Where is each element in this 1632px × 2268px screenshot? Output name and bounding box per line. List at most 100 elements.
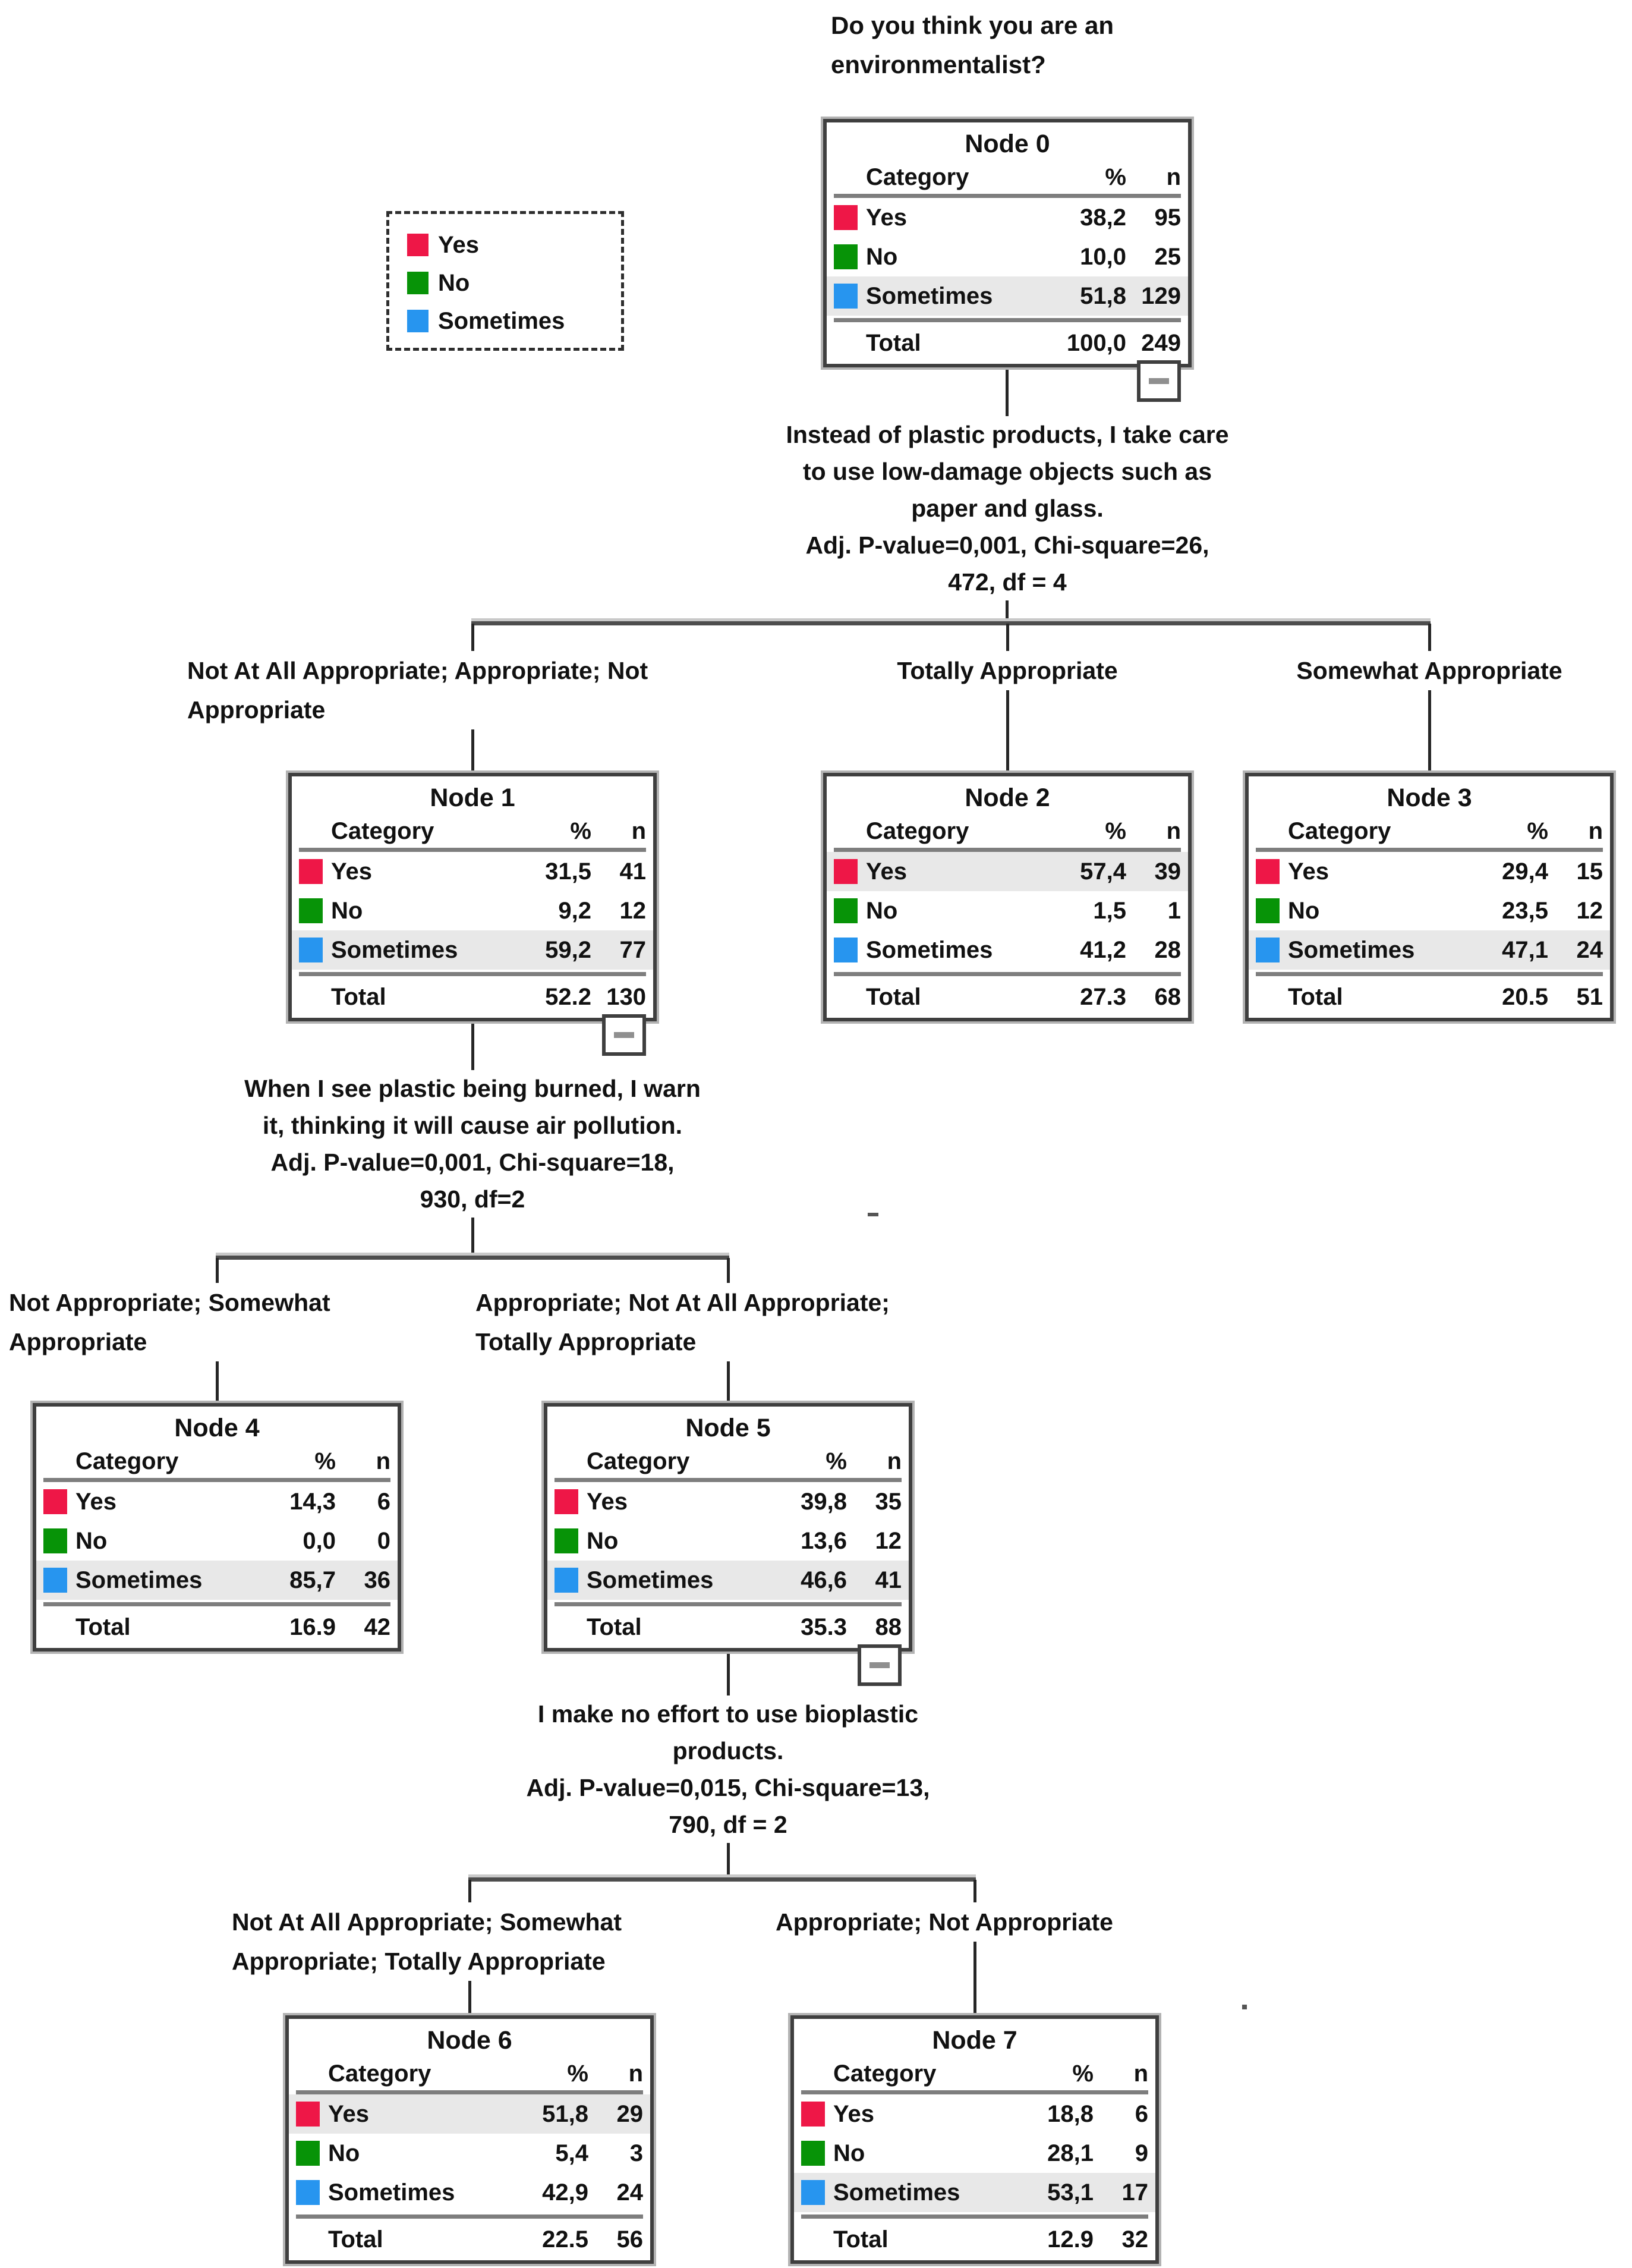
table-rule bbox=[299, 972, 646, 976]
connector-line bbox=[1428, 624, 1431, 773]
no-color-swatch bbox=[299, 898, 323, 923]
connector-rail bbox=[216, 1256, 729, 1260]
connector-line bbox=[727, 1654, 730, 1697]
no-color-swatch bbox=[801, 2141, 825, 2166]
yes-color-swatch bbox=[43, 1489, 67, 1514]
split-variable-1: Instead of plastic products, I take care… bbox=[710, 416, 1305, 600]
no-color-swatch bbox=[834, 244, 858, 269]
yes-color-swatch bbox=[801, 2102, 825, 2127]
table-rule bbox=[834, 318, 1181, 322]
table-header: Category%n bbox=[554, 1445, 902, 1482]
sometimes-color-swatch bbox=[43, 1568, 67, 1593]
no-color-swatch bbox=[296, 2141, 320, 2166]
yes-color-swatch bbox=[1256, 859, 1280, 884]
stray-mark bbox=[868, 1213, 878, 1216]
table-header: Category%n bbox=[299, 814, 646, 852]
sometimes-color-swatch bbox=[407, 310, 429, 332]
yes-color-swatch bbox=[299, 859, 323, 884]
collapse-button[interactable] bbox=[1137, 360, 1181, 402]
yes-color-swatch bbox=[834, 205, 858, 230]
node-title: Node 3 bbox=[1387, 784, 1472, 812]
connector-line bbox=[1006, 599, 1009, 623]
legend-box: Yes No Sometimes bbox=[386, 211, 624, 351]
table-rule bbox=[554, 1602, 902, 1606]
connector-line bbox=[471, 1216, 474, 1256]
table-rule bbox=[834, 972, 1181, 976]
table-header: Category%n bbox=[801, 2057, 1148, 2094]
legend-item-sometimes: Sometimes bbox=[407, 302, 621, 340]
sometimes-color-swatch bbox=[299, 938, 323, 962]
legend-item-yes: Yes bbox=[407, 226, 621, 264]
table-header: Category%n bbox=[834, 161, 1181, 198]
table-header: Category%n bbox=[1256, 814, 1603, 852]
connector-line bbox=[1006, 624, 1009, 773]
sometimes-color-swatch bbox=[554, 1568, 578, 1593]
node-title: Node 5 bbox=[685, 1414, 771, 1442]
collapse-button[interactable] bbox=[858, 1644, 902, 1686]
no-color-swatch bbox=[407, 272, 429, 294]
branch-label-node7: Appropriate; Not Appropriate bbox=[776, 1902, 1203, 1942]
no-color-swatch bbox=[1256, 898, 1280, 923]
sometimes-color-swatch bbox=[834, 938, 858, 962]
no-color-swatch bbox=[554, 1528, 578, 1553]
connector-line bbox=[973, 1880, 976, 2015]
connector-line bbox=[727, 1842, 730, 1877]
table-header: Category%n bbox=[43, 1445, 390, 1482]
no-color-swatch bbox=[43, 1528, 67, 1553]
sometimes-color-swatch bbox=[296, 2180, 320, 2205]
node-title: Node 6 bbox=[427, 2026, 512, 2055]
table-rule bbox=[43, 1602, 390, 1606]
node-title: Node 4 bbox=[174, 1414, 260, 1442]
node-title: Node 7 bbox=[932, 2026, 1017, 2055]
connector-rail bbox=[471, 621, 1431, 625]
stray-mark bbox=[1242, 2005, 1247, 2009]
sometimes-color-swatch bbox=[801, 2180, 825, 2205]
collapse-button[interactable] bbox=[602, 1014, 646, 1056]
sometimes-color-swatch bbox=[1256, 938, 1280, 962]
node-title: Node 0 bbox=[965, 130, 1050, 158]
minus-icon bbox=[869, 1662, 890, 1668]
branch-label-node5: Appropriate; Not At All Appropriate;Tota… bbox=[475, 1283, 1022, 1361]
minus-icon bbox=[1149, 378, 1169, 384]
yes-color-swatch bbox=[554, 1489, 578, 1514]
yes-color-swatch bbox=[296, 2102, 320, 2127]
no-color-swatch bbox=[834, 898, 858, 923]
